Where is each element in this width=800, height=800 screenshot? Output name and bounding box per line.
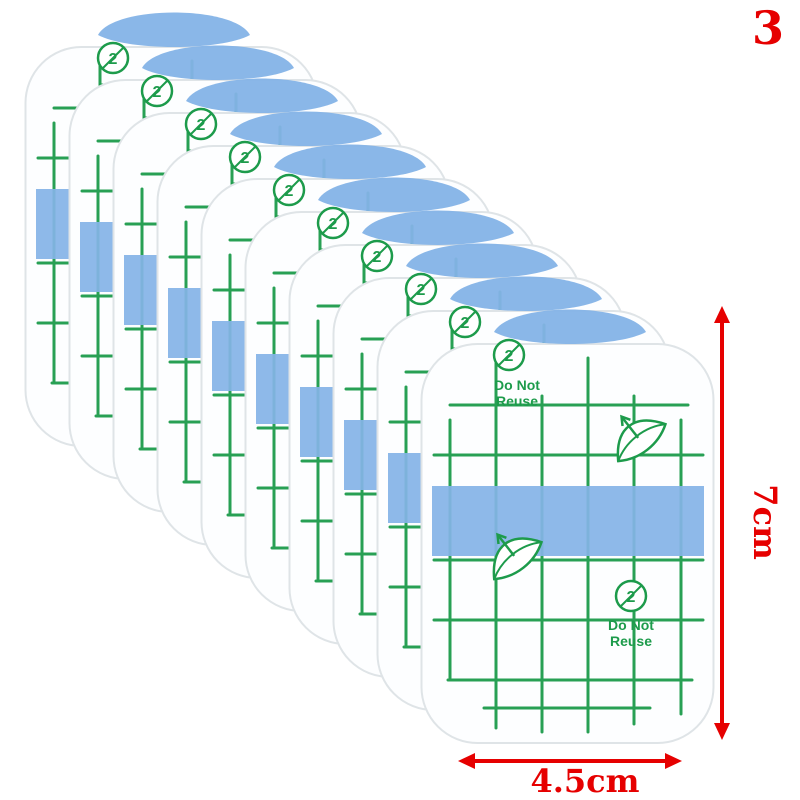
height-dimension-arrow: 7cm (714, 306, 784, 740)
width-dimension-arrow: 4.5cm (458, 753, 682, 800)
width-dimension-label: 4.5cm (530, 762, 639, 800)
arrowhead-up (714, 306, 730, 323)
patch-stack (24, 11, 715, 745)
arrowhead-right (665, 753, 682, 769)
arrowhead-left (458, 753, 475, 769)
height-dimension-label: 7cm (746, 484, 784, 560)
corner-number: 3 (752, 1, 784, 55)
patch (420, 308, 715, 745)
arrowhead-down (714, 723, 730, 740)
